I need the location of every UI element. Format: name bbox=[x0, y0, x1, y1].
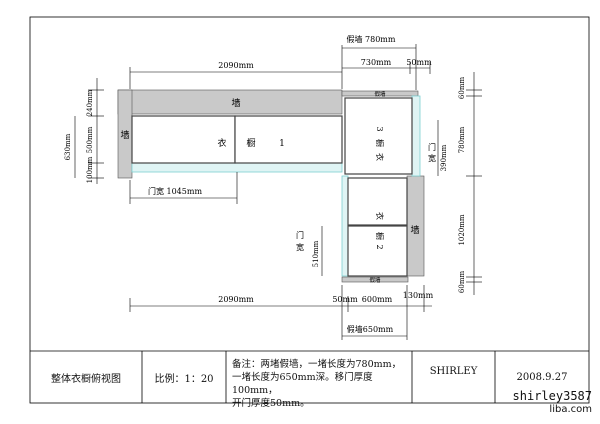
wall-label-right: 墙 bbox=[410, 224, 419, 236]
dim-text-right-60-bottom: 60mm bbox=[458, 271, 466, 294]
dim-text-bottom-2090: 2090mm bbox=[218, 295, 254, 304]
dim-text-bottom-50: 50mm bbox=[332, 295, 358, 304]
watermark-site: liba.com bbox=[549, 404, 592, 415]
wardrobe-1-right-section bbox=[234, 115, 343, 164]
dim-text-bottom-600: 600mm bbox=[362, 295, 393, 304]
top-wall bbox=[117, 89, 343, 115]
note-line-2: 一堵长度为650mm深。移门厚度100mm， bbox=[232, 372, 373, 396]
wardrobe3-label-b: 橱 bbox=[375, 139, 385, 147]
wardrobe2-number: 2 bbox=[375, 244, 384, 249]
title-block-note: 备注：两堵假墙，一堵长度为780mm， 一堵长度为650mm深。移门厚度100m… bbox=[226, 351, 412, 409]
dim-text-door-width: 门宽 1045mm bbox=[148, 186, 202, 196]
note-line-3: 开门厚度50mm。 bbox=[232, 398, 310, 409]
note-line-1: 备注：两堵假墙，一堵长度为780mm， bbox=[232, 359, 402, 370]
dim-text-630: 630mm bbox=[64, 133, 72, 160]
dim-text-top-2090: 2090mm bbox=[218, 61, 254, 70]
dim-text-false-wall-bottom: 假墙650mm bbox=[347, 324, 394, 334]
dim-text-right-60-top: 60mm bbox=[458, 77, 466, 100]
dim-text-510: 510mm bbox=[312, 240, 320, 267]
sliding-door-1 bbox=[131, 162, 343, 173]
drawing-frame bbox=[29, 16, 590, 404]
false-wall-label-bottom: 假墙 bbox=[369, 276, 381, 284]
dim-text-false-wall-top: 假墙 780mm bbox=[347, 34, 396, 44]
wardrobe1-label-a: 衣 bbox=[217, 137, 226, 149]
wardrobe3-number: 3 bbox=[375, 126, 384, 131]
dim-text-240: 240mm bbox=[86, 89, 94, 116]
dim-text-bottom-130: 130mm bbox=[403, 291, 434, 300]
door-wardrobe-2 bbox=[341, 175, 349, 277]
door-label-right-b: 宽 bbox=[428, 153, 436, 163]
false-wall-bottom-strip bbox=[341, 276, 409, 283]
wardrobe2-label-a: 衣 bbox=[375, 212, 385, 220]
dim-text-50: 50mm bbox=[406, 58, 432, 67]
watermark-username: shirley3587 bbox=[512, 389, 592, 403]
wall-label-top: 墙 bbox=[231, 97, 240, 109]
wardrobe-3 bbox=[344, 97, 413, 175]
title-block-scale: 比例：1：20 bbox=[154, 373, 214, 385]
dim-text-1020: 1020mm bbox=[458, 214, 466, 245]
door-label-mid-b: 宽 bbox=[296, 242, 304, 252]
door-wardrobe-3 bbox=[411, 95, 421, 177]
title-block-date: 2008.9.27 bbox=[516, 371, 568, 383]
wardrobe-2-lower bbox=[347, 225, 408, 277]
wardrobe2-label-b: 橱 bbox=[375, 232, 385, 240]
dim-text-780: 780mm bbox=[458, 126, 466, 153]
wardrobe-2-upper bbox=[347, 177, 408, 226]
door-label-right-a: 门 bbox=[428, 142, 436, 152]
dim-text-100: 100mm bbox=[86, 156, 94, 183]
title-block-designer: SHIRLEY bbox=[429, 365, 478, 377]
title-block-title: 整体衣橱俯视图 bbox=[51, 373, 121, 385]
wardrobe1-label-b: 橱 bbox=[246, 137, 255, 149]
false-wall-label-top: 假墙 bbox=[374, 90, 386, 98]
dim-text-390: 390mm bbox=[440, 144, 448, 171]
wall-label-left: 墙 bbox=[120, 129, 129, 141]
dim-text-500: 500mm bbox=[86, 126, 94, 153]
dim-text-730: 730mm bbox=[361, 58, 392, 67]
wardrobe1-number: 1 bbox=[279, 139, 285, 149]
false-wall-top-strip bbox=[341, 90, 419, 97]
wardrobe3-label-a: 衣 bbox=[375, 153, 385, 161]
door-label-mid-a: 门 bbox=[296, 230, 304, 240]
